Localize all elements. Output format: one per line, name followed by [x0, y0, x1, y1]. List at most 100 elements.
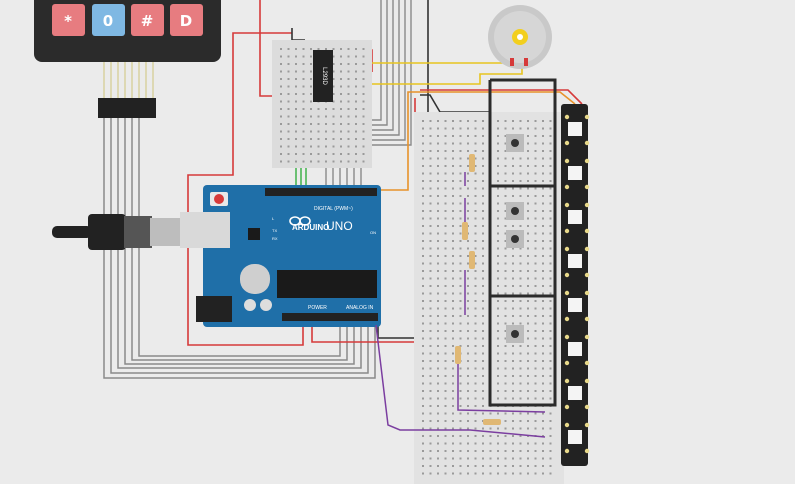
breadboard-hole	[444, 390, 447, 392]
usb-port[interactable]	[180, 212, 230, 248]
neopixel-led	[568, 430, 582, 444]
breadboard-hole	[347, 123, 350, 125]
breadboard-hole	[489, 435, 492, 437]
breadboard-hole	[444, 240, 447, 242]
breadboard-hole	[519, 375, 522, 377]
breadboard-hole	[534, 217, 537, 220]
breadboard-hole	[474, 120, 477, 122]
breadboard-hole	[519, 300, 522, 302]
breadboard-hole	[549, 157, 552, 160]
neopixel-led	[568, 166, 582, 180]
breadboard-hole	[482, 240, 484, 242]
breadboard-hole	[527, 217, 529, 220]
breadboard-hole	[295, 70, 297, 73]
keypad-key-d[interactable]	[170, 4, 203, 36]
keypad-key-star[interactable]	[52, 4, 85, 36]
breadboard-hole	[437, 210, 439, 212]
breadboard-hole	[437, 262, 439, 265]
breadboard-hole	[534, 442, 537, 445]
breadboard-hole	[482, 225, 484, 227]
breadboard-hole	[497, 157, 499, 160]
breadboard-hole	[512, 435, 514, 437]
breadboard-hole	[422, 150, 424, 152]
breadboard-hole	[467, 270, 469, 272]
breadboard-hole	[482, 397, 484, 400]
breadboard-hole	[527, 180, 529, 182]
breadboard-hole	[340, 160, 342, 163]
breadboard-hole	[422, 360, 424, 362]
power-jack[interactable]	[196, 296, 232, 322]
breadboard-hole	[542, 367, 544, 370]
l293d-chip[interactable]	[313, 50, 333, 102]
breadboard-hole	[347, 145, 350, 148]
breadboard-hole	[429, 390, 432, 392]
breadboard-hole	[429, 397, 432, 400]
breadboard-hole	[302, 63, 305, 65]
breadboard-hole	[332, 70, 335, 73]
breadboard-hole	[444, 307, 447, 310]
neopixel-pad	[564, 140, 570, 146]
keypad-key-zero[interactable]	[92, 4, 125, 36]
breadboard-hole	[437, 450, 439, 452]
breadboard-hole	[347, 115, 350, 118]
digital-header[interactable]	[265, 188, 377, 196]
breadboard-hole	[482, 187, 484, 190]
neopixel-strip[interactable]	[561, 104, 590, 466]
arduino-uno[interactable]: ARDUINO UNO DIGITAL (PWM~) POWER ANALOG …	[180, 185, 381, 327]
breadboard-hole	[429, 450, 432, 452]
breadboard-hole	[302, 130, 305, 133]
breadboard-hole	[549, 165, 552, 167]
breadboard-hole	[497, 442, 499, 445]
breadboard-hole	[527, 150, 529, 152]
breadboard-hole	[504, 135, 507, 137]
breadboard-hole	[429, 405, 432, 407]
breadboard-hole	[429, 300, 432, 302]
breadboard-hole	[355, 93, 357, 95]
breadboard-hole	[497, 390, 499, 392]
breadboard-hole	[497, 240, 499, 242]
breadboard-hole	[467, 420, 469, 422]
breadboard-hole	[474, 367, 477, 370]
breadboard-hole	[429, 412, 432, 415]
breadboard-hole	[280, 130, 282, 133]
breadboard-hole	[325, 130, 327, 133]
breadboard-hole	[429, 210, 432, 212]
breadboard-hole	[527, 412, 529, 415]
breadboard-hole	[519, 360, 522, 362]
breadboard-hole	[534, 135, 537, 137]
breadboard-hole	[340, 115, 342, 118]
breadboard-hole	[452, 285, 454, 287]
breadboard-hole	[474, 412, 477, 415]
breadboard-hole	[467, 135, 469, 137]
breadboard-hole	[332, 48, 335, 50]
breadboard-hole	[519, 457, 522, 460]
breadboard-hole	[317, 160, 320, 163]
keypad-key-hash[interactable]	[131, 4, 164, 36]
dc-motor[interactable]	[488, 5, 552, 69]
breadboard-hole	[512, 255, 514, 257]
breadboard-hole	[497, 322, 499, 325]
keypad[interactable]: * 0 # D	[34, 0, 221, 118]
breadboard-hole	[504, 382, 507, 385]
breadboard-hole	[542, 285, 544, 287]
breadboard-hole	[534, 270, 537, 272]
breadboard-hole	[534, 202, 537, 205]
breadboard-hole	[444, 397, 447, 400]
breadboard-hole	[542, 352, 544, 355]
breadboard-hole	[332, 85, 335, 88]
breadboard-hole	[347, 100, 350, 103]
breadboard-hole	[527, 127, 529, 130]
breadboard-hole	[549, 412, 552, 415]
breadboard-hole	[459, 187, 462, 190]
breadboard-hole	[527, 307, 529, 310]
breadboard-hole	[534, 165, 537, 167]
breadboard-hole	[549, 337, 552, 340]
breadboard-hole	[347, 63, 350, 65]
breadboard-hole	[437, 180, 439, 182]
breadboard-hole	[542, 120, 544, 122]
breadboard-hole	[452, 412, 454, 415]
breadboard-hole	[534, 457, 537, 460]
power-analog-header[interactable]	[282, 313, 378, 321]
pushbuttons[interactable]	[506, 134, 524, 343]
